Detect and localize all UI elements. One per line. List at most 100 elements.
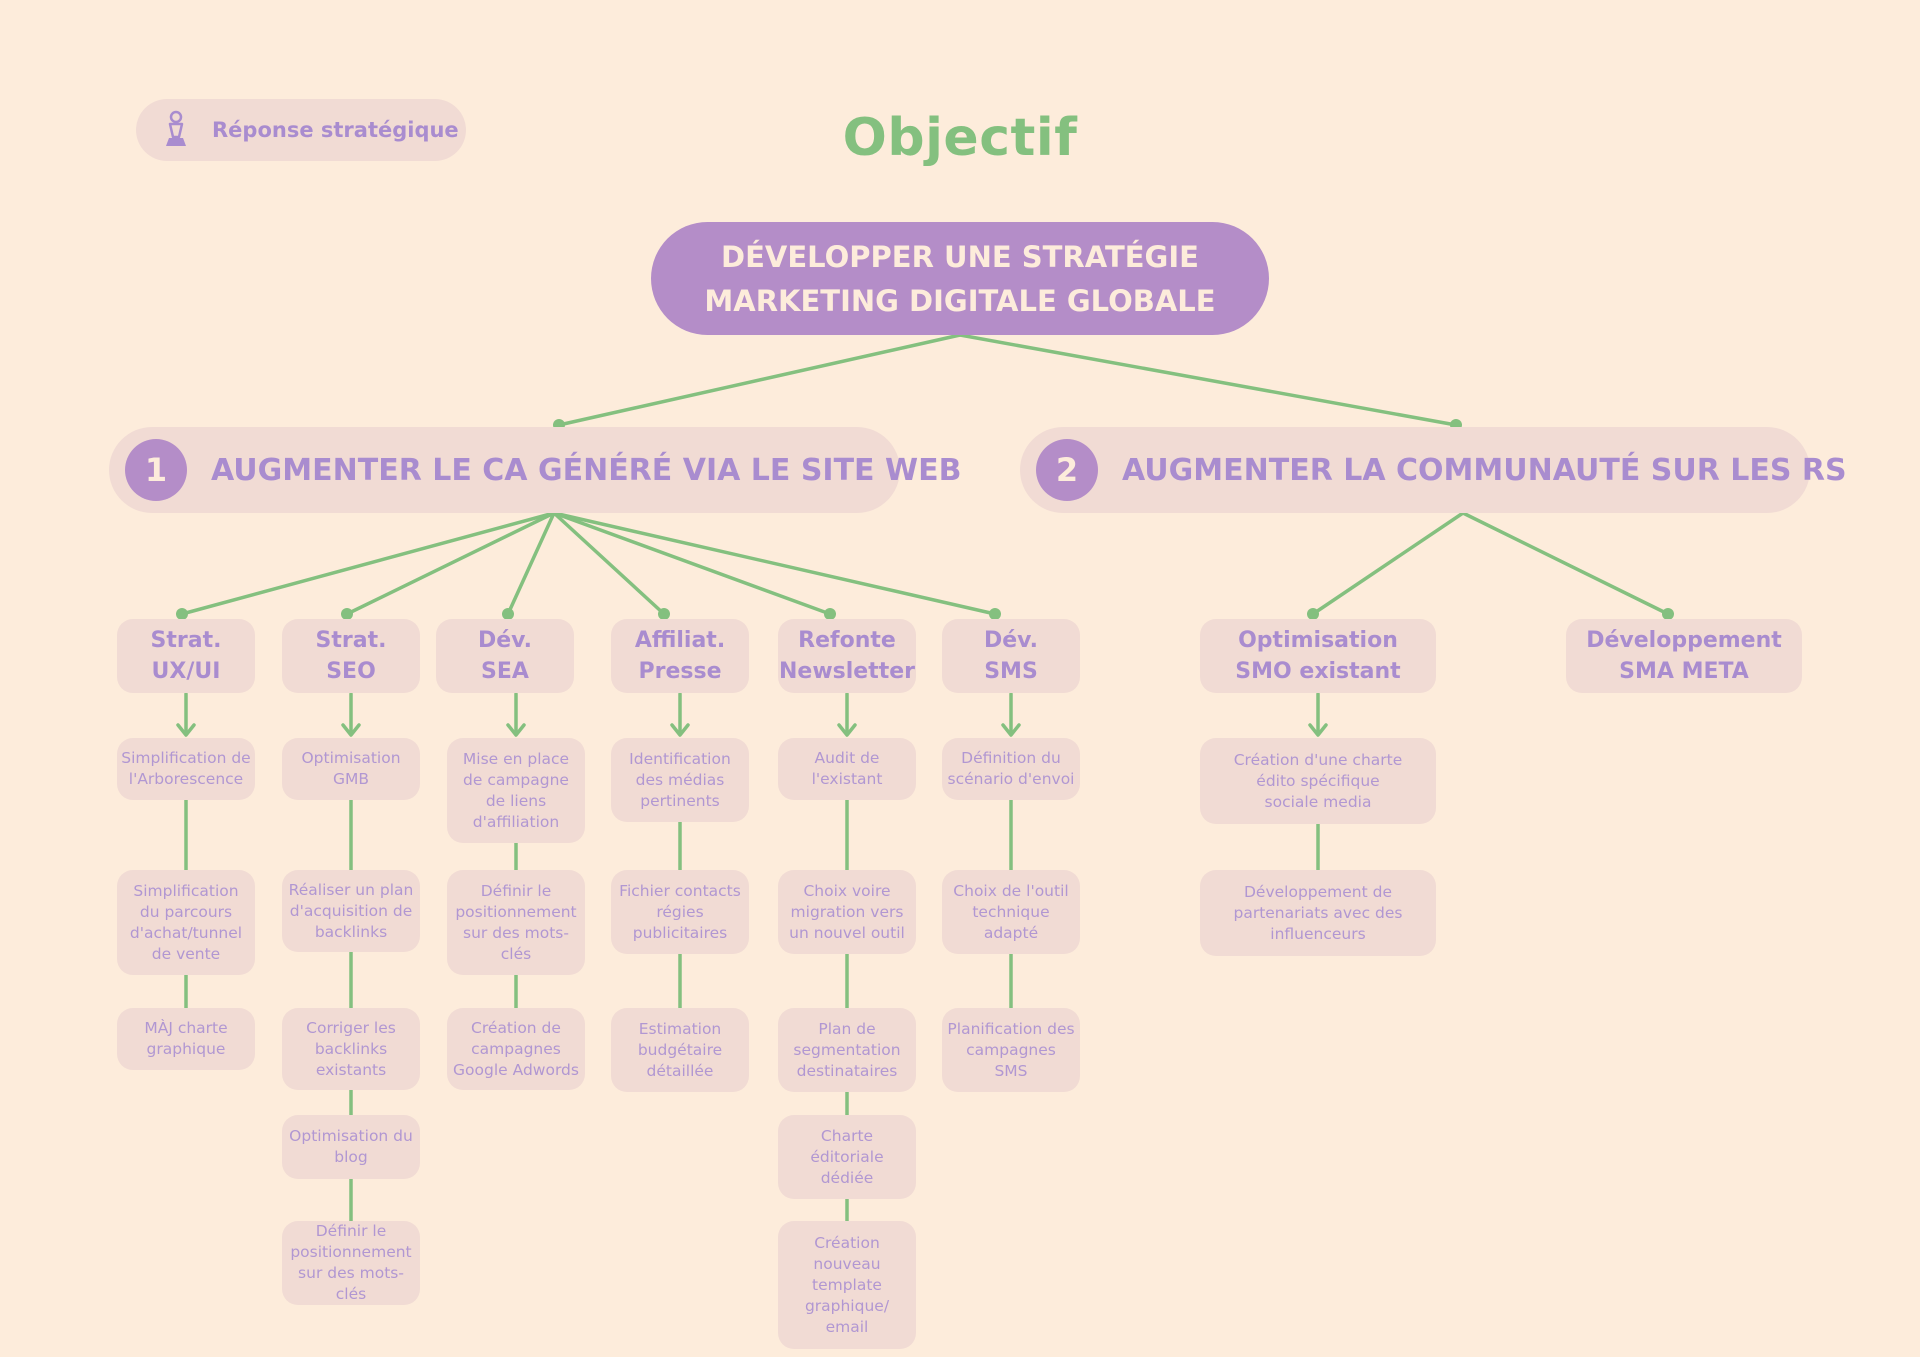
action-item: Plan de segmentation destinataires bbox=[778, 1008, 916, 1092]
connector-dot bbox=[341, 608, 353, 620]
connector-dot bbox=[824, 608, 836, 620]
action-item-text: Choix de l'outil technique adapté bbox=[953, 881, 1069, 942]
axis-number-1: 1 bbox=[125, 439, 187, 501]
action-item-text: Simplification de l'Arborescence bbox=[121, 749, 251, 788]
branch-title-text: Dév. SMS bbox=[983, 628, 1039, 684]
action-item-text: Définition du scénario d'envoi bbox=[947, 749, 1075, 788]
strategy-badge: Réponse stratégique bbox=[136, 99, 466, 161]
action-item: Identification des médias pertinents bbox=[611, 738, 749, 822]
action-item: Choix voire migration vers un nouvel out… bbox=[778, 870, 916, 954]
connector-line bbox=[958, 333, 1458, 427]
action-item: Définition du scénario d'envoi bbox=[942, 738, 1080, 800]
arrow-head bbox=[341, 723, 361, 737]
action-item-text: Développement de partenariats avec des i… bbox=[1233, 882, 1403, 943]
action-item: Développement de partenariats avec des i… bbox=[1200, 870, 1436, 956]
action-item: Création nouveau template graphique/ ema… bbox=[778, 1221, 916, 1349]
arrow-head bbox=[1001, 723, 1021, 737]
connector-dot bbox=[1662, 608, 1674, 620]
action-item: Optimisation du blog bbox=[282, 1115, 420, 1179]
connector-dot bbox=[1307, 608, 1319, 620]
connector-line bbox=[552, 511, 666, 616]
action-item: Réaliser un plan d'acquisition de backli… bbox=[282, 870, 420, 952]
branch-title: Affiliat. Presse bbox=[611, 619, 749, 693]
arrow-head bbox=[837, 723, 857, 737]
branch-title-text: Refonte Newsletter bbox=[778, 628, 916, 684]
branch-title-text: Strat. SEO bbox=[315, 628, 387, 684]
action-item: Choix de l'outil technique adapté bbox=[942, 870, 1080, 954]
action-item-text: Plan de segmentation destinataires bbox=[793, 1019, 901, 1080]
axis-2: 2 AUGMENTER LA COMMUNAUTÉ SUR LES RS bbox=[1020, 427, 1847, 513]
action-item: MÀJ charte graphique bbox=[117, 1008, 255, 1070]
action-item: Définir le positionnement sur des mots- … bbox=[447, 870, 585, 975]
branch-title: Strat. SEO bbox=[282, 619, 420, 693]
connector-line bbox=[506, 511, 556, 616]
main-goal-line1: DÉVELOPPER UNE STRATÉGIE bbox=[721, 239, 1199, 274]
arrow-head bbox=[1308, 723, 1328, 737]
action-item-text: Mise en place de campagne de liens d'aff… bbox=[462, 749, 570, 831]
action-item: Fichier contacts régies publicitaires bbox=[611, 870, 749, 954]
branch-title: Optimisation SMO existant bbox=[1200, 619, 1436, 693]
branch-title: Développement SMA META bbox=[1566, 619, 1802, 693]
action-item-text: Corriger les backlinks existants bbox=[306, 1018, 396, 1079]
axis-label-2: AUGMENTER LA COMMUNAUTÉ SUR LES RS bbox=[1122, 452, 1847, 488]
connector-line bbox=[552, 511, 832, 616]
arrow-head bbox=[506, 723, 526, 737]
action-item: Corriger les backlinks existants bbox=[282, 1008, 420, 1090]
connector-line bbox=[1461, 511, 1670, 616]
action-item-text: Choix voire migration vers un nouvel out… bbox=[789, 881, 905, 942]
axis-label-1: AUGMENTER LE CA GÉNÉRÉ VIA LE SITE WEB bbox=[211, 452, 962, 488]
branch-title-text: Affiliat. Presse bbox=[634, 628, 726, 684]
action-item: Charte éditoriale dédiée bbox=[778, 1115, 916, 1199]
branch-title-text: Dév. SEA bbox=[477, 628, 533, 684]
axis-1: 1 AUGMENTER LE CA GÉNÉRÉ VIA LE SITE WEB bbox=[109, 427, 961, 513]
action-item-text: Définir le positionnement sur des mots-c… bbox=[290, 1222, 412, 1303]
connector-dot bbox=[658, 608, 670, 620]
connector-line bbox=[1311, 511, 1465, 616]
action-item: Création de campagnes Google Adwords bbox=[447, 1008, 585, 1090]
action-item-text: Fichier contacts régies publicitaires bbox=[619, 881, 741, 942]
branch-title: Dév. SEA bbox=[436, 619, 574, 693]
action-item: Optimisation GMB bbox=[282, 738, 420, 800]
action-item: Simplification de l'Arborescence bbox=[117, 738, 255, 800]
action-item-text: Simplification du parcours d'achat/tunne… bbox=[129, 881, 243, 963]
action-item-text: Création de campagnes Google Adwords bbox=[453, 1018, 579, 1079]
branch-title-text: Optimisation SMO existant bbox=[1235, 628, 1401, 684]
connector-line bbox=[552, 511, 997, 616]
branch-title: Refonte Newsletter bbox=[778, 619, 916, 693]
main-goal-line2: MARKETING DIGITALE GLOBALE bbox=[704, 283, 1216, 318]
action-item: Planification des campagnes SMS bbox=[942, 1008, 1080, 1092]
main-goal: DÉVELOPPER UNE STRATÉGIE MARKETING DIGIT… bbox=[651, 222, 1269, 335]
badge-label: Réponse stratégique bbox=[212, 118, 459, 142]
action-item-text: Création d'une charte édito spécifique s… bbox=[1233, 750, 1403, 811]
connector-dot bbox=[176, 608, 188, 620]
arrow-head bbox=[176, 723, 196, 737]
action-item: Mise en place de campagne de liens d'aff… bbox=[447, 738, 585, 843]
action-item-text: Audit de l'existant bbox=[811, 749, 883, 788]
connector-line bbox=[180, 511, 556, 616]
page-title: Objectif bbox=[842, 108, 1078, 168]
chess-pawn-icon bbox=[166, 110, 186, 146]
arrow-head bbox=[670, 723, 690, 737]
action-item-text: Définir le positionnement sur des mots- … bbox=[455, 881, 577, 963]
action-item: Estimation budgétaire détaillée bbox=[611, 1008, 749, 1092]
action-item-text: Optimisation GMB bbox=[301, 749, 401, 788]
action-item-text: Optimisation du blog bbox=[289, 1127, 413, 1166]
action-item-text: Planification des campagnes SMS bbox=[947, 1019, 1075, 1080]
action-item-text: Charte éditoriale dédiée bbox=[810, 1126, 884, 1187]
branch-title: Strat. UX/UI bbox=[117, 619, 255, 693]
axis-number-2: 2 bbox=[1036, 439, 1098, 501]
connector-line bbox=[345, 511, 556, 616]
action-item: Définir le positionnement sur des mots-c… bbox=[282, 1221, 420, 1305]
action-item: Création d'une charte édito spécifique s… bbox=[1200, 738, 1436, 824]
branch-title-text: Développement SMA META bbox=[1586, 628, 1782, 684]
action-item-text: Création nouveau template graphique/ ema… bbox=[804, 1233, 890, 1336]
connector-dot bbox=[989, 608, 1001, 620]
connector-line bbox=[557, 333, 962, 427]
action-item-text: MÀJ charte graphique bbox=[144, 1019, 228, 1058]
action-item-text: Réaliser un plan d'acquisition de backli… bbox=[288, 880, 414, 941]
action-item: Audit de l'existant bbox=[778, 738, 916, 800]
action-item-text: Identification des médias pertinents bbox=[629, 749, 731, 810]
branch-title: Dév. SMS bbox=[942, 619, 1080, 693]
